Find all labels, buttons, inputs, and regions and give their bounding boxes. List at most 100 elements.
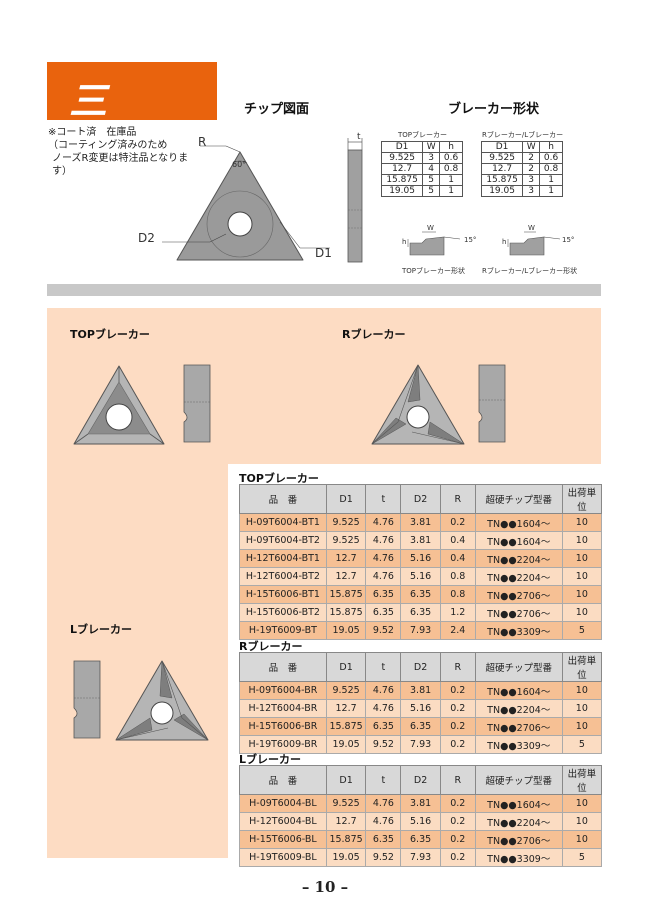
cell: 5.16 [400,812,441,831]
table-header-row: D1 W h [380,141,463,153]
r-breaker-label: Rブレーカー [342,328,406,341]
breaker-shape-heading: ブレーカー形状 [448,102,540,117]
cell: 4.76 [365,699,402,718]
cell: 10 [561,603,603,622]
section-divider-bar [47,284,601,296]
category-title: 三 角 [69,79,292,123]
header-cell: 出荷単位 [561,765,603,795]
header-cell: R [439,765,476,795]
cell: TN●●2706～ [474,830,563,849]
cell: TN●●2204～ [474,699,563,718]
cell: 6.35 [365,603,402,622]
cell: H-15T6006-BR [239,717,327,736]
cell: 0.2 [439,830,476,849]
cell: 10 [561,794,603,813]
note-line: ノーズR変更は特注品となります） [52,153,189,177]
cell: 4.76 [365,681,402,700]
cell: 6.35 [365,585,402,604]
cell: 7.93 [400,848,441,867]
r-breaker-insert-image [371,364,465,445]
cell: H-12T6004-BR [239,699,327,718]
top-profile-caption: TOPブレーカー形状 [402,267,466,275]
r-dimension-label: R [198,135,207,149]
cell: TN●●1604～ [474,513,563,532]
chip-drawing-heading: チップ図面 [244,102,310,117]
h-label-rl: h [502,238,507,246]
cell: 2 [522,163,541,175]
cell: 5 [561,848,603,867]
header-cell: D1 [380,141,424,153]
header-cell: D1 [325,765,367,795]
cell: 2.4 [439,621,476,640]
cell: 10 [561,812,603,831]
cell: 6.35 [365,830,402,849]
l-spec-title: Lブレーカー [239,753,302,766]
cell: H-15T6006-BT2 [239,603,327,622]
cell: 3 [522,185,541,197]
top-breaker-table-caption: TOPブレーカー [398,131,448,139]
cell: 12.7 [325,567,367,586]
cell: 0.2 [439,513,476,532]
cell: 10 [561,531,603,550]
cell: 5 [561,621,603,640]
cell: 9.525 [325,513,367,532]
cell: 4.76 [365,549,402,568]
cell: 1 [439,174,463,186]
cell: 1 [539,174,563,186]
cell: 6.35 [365,717,402,736]
cell: 7.93 [400,735,441,754]
r-breaker-side-image [478,364,506,443]
header-cell: 品 番 [239,765,327,795]
note-line: ※コート済 在庫品 [48,127,137,138]
page-number: – 10 – [301,878,349,896]
cell: 0.6 [439,152,463,164]
cell: 1.2 [439,603,476,622]
cell: 0.4 [439,531,476,550]
d2-dimension-label: D2 [138,231,155,245]
header-cell: W [522,141,541,153]
header-cell: 超硬チップ型番 [474,484,563,514]
cell: TN●●2204～ [474,549,563,568]
cell: 19.05 [480,185,524,197]
cell: 19.05 [325,735,367,754]
header-cell: D2 [400,765,441,795]
cell: 5 [422,174,441,186]
angle-15-label-rl: 15° [562,236,575,244]
top-breaker-side-image [183,364,211,443]
cell: 3 [522,174,541,186]
header-cell: t [365,765,402,795]
cell: H-12T6004-BT2 [239,567,327,586]
cell: 1 [539,185,563,197]
header-cell: 超硬チップ型番 [474,652,563,682]
cell: 5.16 [400,549,441,568]
cell: 0.2 [439,735,476,754]
cell: H-12T6004-BT1 [239,549,327,568]
cell: 3.81 [400,681,441,700]
r-spec-title: Rブレーカー [239,640,303,653]
cell: 7.93 [400,621,441,640]
cell: H-09T6004-BL [239,794,327,813]
cell: 12.7 [325,812,367,831]
header-cell: 品 番 [239,652,327,682]
cell: 5 [422,185,441,197]
cell: H-09T6004-BT1 [239,513,327,532]
top-breaker-label: TOPブレーカー [70,328,150,341]
cell: 10 [561,717,603,736]
cell: H-12T6004-BL [239,812,327,831]
rl-breaker-table-caption: Rブレーカー/Lブレーカー [482,131,564,139]
